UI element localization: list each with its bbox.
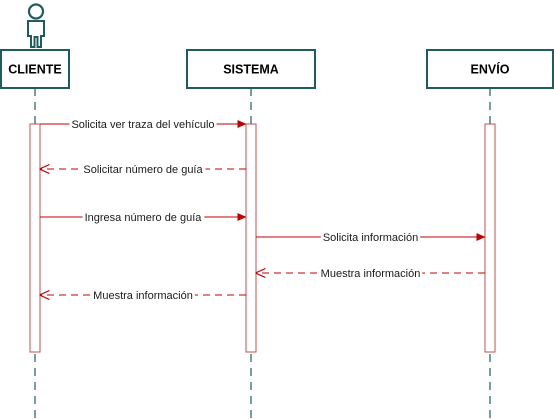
message-label-bg xyxy=(91,289,195,303)
message-label-1: Solicita ver traza del vehículo xyxy=(71,119,214,131)
activation-cliente xyxy=(29,123,41,353)
activation-sistema xyxy=(245,123,257,353)
message-3: Ingresa número de guía xyxy=(40,211,247,225)
message-6: Muestra información xyxy=(40,289,246,303)
message-label-bg xyxy=(82,211,205,225)
message-label-4: Solicita información xyxy=(323,232,418,244)
participant-box-cliente xyxy=(0,49,70,89)
participant-label-cliente: CLIENTE xyxy=(8,63,61,77)
message-label-2: Solicitar número de guía xyxy=(83,164,203,176)
participant-envio: ENVÍO xyxy=(426,49,554,89)
message-label-bg xyxy=(320,231,421,245)
participant-cliente: CLIENTE xyxy=(0,49,70,89)
message-4: Solicita información xyxy=(256,231,486,245)
message-label-5: Muestra información xyxy=(321,268,421,280)
participant-box-sistema xyxy=(186,49,316,89)
participant-sistema: SISTEMA xyxy=(186,49,316,89)
message-label-bg xyxy=(318,267,423,281)
message-2: Solicitar número de guía xyxy=(40,163,246,177)
participant-label-sistema: SISTEMA xyxy=(223,63,279,77)
message-1: Solicita ver traza del vehículo xyxy=(40,118,247,132)
message-label-6: Muestra información xyxy=(93,290,193,302)
participant-box-envio xyxy=(426,49,554,89)
person-icon xyxy=(27,3,45,48)
message-label-bg xyxy=(69,118,217,132)
activation-envio xyxy=(484,123,496,353)
message-label-bg xyxy=(81,163,206,177)
message-label-3: Ingresa número de guía xyxy=(85,212,203,224)
message-5: Muestra información xyxy=(256,267,485,281)
participant-label-envio: ENVÍO xyxy=(471,62,510,77)
